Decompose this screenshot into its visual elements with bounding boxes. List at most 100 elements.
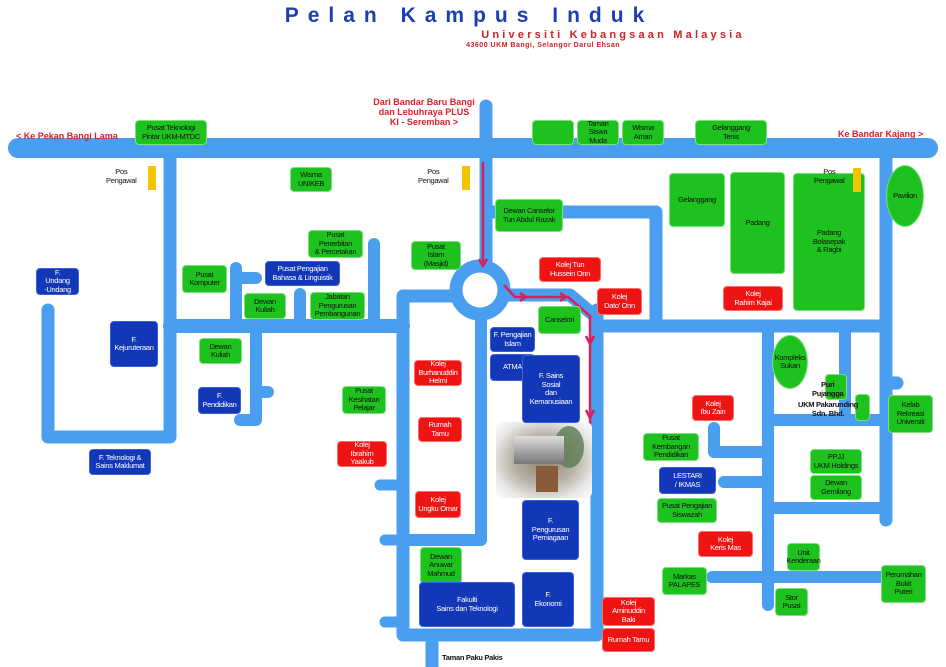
building-palapes[interactable]: Markas PALAPES	[662, 567, 707, 595]
field-bolasepak-ragbi[interactable]: Padang Bolasepak & Ragbi	[793, 173, 865, 311]
guard-post[interactable]	[462, 166, 470, 190]
college-keris-mas[interactable]: Kolej Keris Mas	[698, 531, 753, 557]
building-label: Fakulti Sains dan Teknologi	[436, 595, 498, 613]
building-rumah-tamu[interactable]: Rumah Tamu	[418, 417, 462, 442]
building-taman-siswa[interactable]: Taman Siswa Muda	[577, 118, 619, 145]
faculty-sains-teknologi[interactable]: Fakulti Sains dan Teknologi	[419, 582, 515, 627]
faculty-sains-sosial[interactable]: F. Sains Sosial dan Kemanusiaan	[522, 355, 580, 423]
building-rumah-tamu[interactable]: Rumah Tamu	[602, 628, 655, 652]
address: 43600 UKM Bangi, Selangor Darul Ehsan	[466, 42, 620, 49]
college-aminuddin-baki[interactable]: Kolej Aminuddin Baki	[602, 597, 655, 626]
road	[374, 479, 409, 628]
faculty-perniagaan[interactable]: F. Pengurusan Perniagaan	[522, 500, 579, 560]
college-ungku-omar[interactable]: Kolej Ungku Omar	[415, 491, 461, 518]
road	[590, 143, 904, 527]
building-label: Dewan Kuliah	[254, 296, 276, 314]
building-label: ATMA	[502, 362, 523, 372]
building-unit-kenderaan[interactable]: Unit Kenderaan	[787, 543, 821, 571]
building-gelanggang-tenis[interactable]: Gelanggang Tenis	[695, 120, 767, 145]
building-label: Wisma Aman	[632, 123, 654, 141]
field-padang[interactable]: Padang	[730, 172, 785, 274]
road	[234, 320, 274, 426]
building-pusat-komputer[interactable]: Pusat Komputer	[182, 265, 227, 293]
building-label: F. Kejuruteraan	[114, 334, 154, 352]
building-label: Gelanggang	[678, 194, 716, 204]
road	[706, 320, 892, 611]
building-label: Kolej Rahim Kajai	[734, 289, 772, 307]
building-label: Pusat Pengajian Siswazah	[661, 501, 713, 519]
building-label: F. Undang -Undang	[44, 267, 71, 294]
building-kesihatan[interactable]: Pusat Kesihatan Pelajar	[342, 386, 386, 414]
guard-post-label: Pos Pengawal	[814, 167, 845, 185]
faculty-pengajian-islam[interactable]: F. Pengajian Islam	[490, 327, 535, 352]
puri-pujangga-label: Puri Pujangga	[812, 380, 844, 398]
building-pavilion[interactable]: Pavilion	[886, 165, 924, 227]
guard-post[interactable]	[148, 166, 156, 190]
building-penerbitan[interactable]: Pusat Penerbitan & Percetakan	[308, 230, 363, 258]
building-kelab-rekreasi[interactable]: Kelab Rekreasi Universiti	[888, 395, 933, 433]
building-ppjj[interactable]: PPJJ UKM Holdings	[810, 449, 862, 474]
building-label: Rumah Tamu	[428, 420, 452, 438]
college-rahim-kajai[interactable]: Kolej Rahim Kajai	[723, 286, 783, 311]
college-ibrahim-yaakub[interactable]: Kolej Ibrahim Yaakub	[337, 441, 387, 467]
building-label: F. Ekonomi	[534, 590, 562, 608]
building-label: Perumahan Bukit Puteri	[885, 570, 922, 597]
pakarunding-label: UKM Pakarunding Sdn. Bhd.	[798, 400, 859, 418]
building-anuwar[interactable]: Dewan Anuwar Mahmud	[420, 547, 462, 584]
building-siswazah[interactable]: Pusat Pengajian Siswazah	[657, 498, 717, 523]
building-label: Stor Pusat	[782, 592, 801, 610]
building-label: F. Pengajian Islam	[493, 330, 532, 348]
building-dewan-kuliah[interactable]: Dewan Kuliah	[244, 293, 286, 319]
building-label: PPJJ UKM Holdings	[813, 452, 859, 470]
building-label: Kolej Keris Mas	[710, 534, 741, 552]
university-name: Universiti Kebangsaan Malaysia	[481, 29, 745, 41]
building-label: Kompleks Sukan	[774, 352, 806, 370]
building-label: Kolej Ibrahim Yaakub	[350, 440, 374, 467]
building-unikeb[interactable]: Wisma UNIKEB	[290, 167, 332, 192]
faculty-pendidikan[interactable]: F. Pendidikan	[198, 387, 241, 414]
building-label: Pusat Penerbitan & Percetakan	[314, 230, 357, 257]
building-label: Dewan Canselor Tun Abdul Razak	[502, 206, 556, 224]
building-kembangan[interactable]: Pusat Kembangan Pendidikan	[643, 433, 699, 461]
building-jabatan-pembangunan[interactable]: Jabatan Pengurusan Pembangunan	[310, 292, 365, 320]
building-wisma-aman[interactable]: Wisma Aman	[622, 120, 664, 145]
building-label: Pusat Kesihatan Pelajar	[348, 386, 380, 413]
building-dewan-gemilang[interactable]: Dewan Gemilang	[810, 475, 862, 500]
building-pakarunding[interactable]	[855, 394, 870, 421]
building-bukit-puteri[interactable]: Perumahan Bukit Puteri	[881, 565, 926, 603]
building-unlabeled[interactable]	[532, 120, 574, 145]
building-label: Jabatan Pengurusan Pembangunan	[314, 292, 361, 319]
building-label: Taman Siswa Muda	[587, 118, 609, 145]
building-label: Dewan Anuwar Mahmud	[427, 551, 455, 578]
building-label: Kolej Tun Hussein Onn	[549, 260, 591, 278]
building-stor[interactable]: Stor Pusat	[775, 588, 808, 616]
building-bahasa-linguistik[interactable]: Pusat Pengajian Bahasa & Linguistik	[265, 261, 340, 286]
road	[230, 262, 262, 332]
building-kompleks-sukan[interactable]: Kompleks Sukan	[772, 335, 808, 389]
faculty-ftsm[interactable]: F. Teknologi & Sains Maklumat	[89, 449, 151, 475]
road	[397, 308, 487, 546]
building-mtdc[interactable]: Pusat Teknologi Pintar UKM-MTDC	[135, 120, 207, 145]
building-label: Rumah Tamu	[607, 634, 650, 644]
building-dewan-kuliah[interactable]: Dewan Kuliah	[199, 338, 242, 364]
building-pusat-islam[interactable]: Pusat Islam (Masjid)	[411, 241, 461, 270]
building-lestari[interactable]: LESTARI / IKMAS	[659, 467, 716, 494]
building-canselori[interactable]: Canselori	[538, 306, 581, 334]
college-dato-onn[interactable]: Kolej Dato' Onn	[597, 288, 642, 315]
faculty-ekonomi[interactable]: F. Ekonomi	[522, 572, 574, 627]
building-gelanggang[interactable]: Gelanggang	[669, 173, 725, 227]
road	[41, 143, 177, 444]
college-tun-hussein-onn[interactable]: Kolej Tun Hussein Onn	[539, 257, 601, 282]
college-ibu-zain[interactable]: Kolej Ibu Zain	[692, 395, 734, 421]
faculty-undang[interactable]: F. Undang -Undang	[36, 268, 79, 295]
building-dewan-canselor[interactable]: Dewan Canselor Tun Abdul Razak	[495, 199, 563, 232]
guard-post[interactable]	[853, 168, 861, 192]
guard-post-label: Pos Pengawal	[418, 167, 449, 185]
college-burhanuddin[interactable]: Kolej Burhanuddin Helmi	[414, 360, 462, 386]
building-label: F. Pengurusan Perniagaan	[531, 516, 570, 543]
building-label: F. Pendidikan	[202, 391, 237, 409]
building-label: Kolej Aminuddin Baki	[612, 597, 645, 624]
faculty-kejuruteraan[interactable]: F. Kejuruteraan	[110, 321, 158, 367]
building-label: Pusat Pengajian Bahasa & Linguistik	[272, 264, 333, 282]
building-puri-pujangga[interactable]	[825, 374, 847, 400]
